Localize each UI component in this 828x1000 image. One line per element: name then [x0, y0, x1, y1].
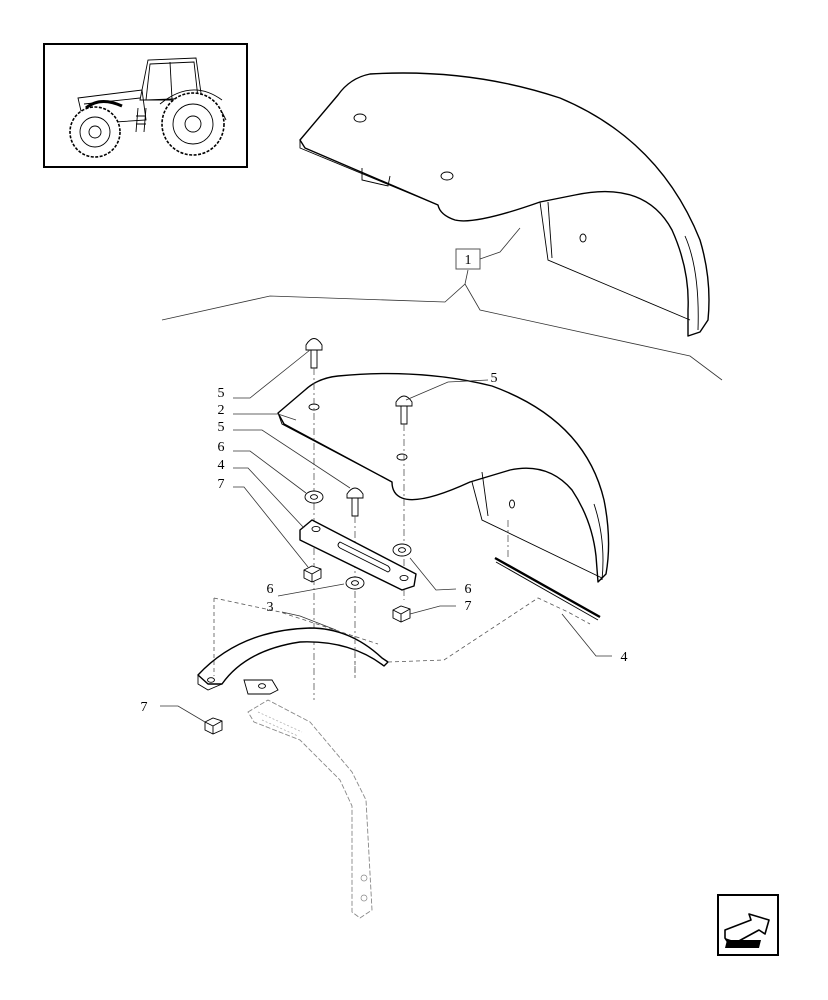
callout-5-c: 5 [491, 371, 498, 386]
callout-6-b: 6 [267, 582, 274, 597]
washer-right [392, 543, 412, 557]
callout-5-a: 5 [218, 386, 225, 401]
callout-1-label: 1 [465, 253, 472, 268]
fender-assembly-top [299, 72, 710, 337]
callout-4-a: 4 [218, 458, 225, 473]
callout-kit: 1 [161, 227, 723, 381]
callout-5-b: 5 [218, 420, 225, 435]
callout-7-b: 7 [465, 599, 472, 614]
nut-left [303, 565, 322, 583]
callout-7-c: 7 [141, 700, 148, 715]
washer-lower [345, 576, 365, 590]
callout-6-c: 6 [465, 582, 472, 597]
tractor-thumbnail [43, 43, 248, 168]
back-arrow-icon [724, 913, 770, 948]
callout-4-b: 4 [621, 650, 628, 665]
nut-right [392, 605, 411, 623]
bolt-middle [346, 487, 364, 517]
callout-2: 2 [218, 403, 225, 418]
back-nav-button[interactable] [717, 894, 779, 956]
rubber-strip [494, 556, 601, 621]
callout-7-a: 7 [218, 477, 225, 492]
bolt-top-left [305, 338, 323, 369]
nut-bottom [204, 717, 223, 735]
fender-main [277, 372, 610, 583]
callout-3: 3 [267, 600, 274, 615]
slotted-plate [299, 519, 417, 591]
callout-6-a: 6 [218, 440, 225, 455]
washer-upper-left [304, 490, 324, 504]
fender-bracket [197, 627, 389, 695]
frame-arm-ghost [247, 699, 373, 919]
